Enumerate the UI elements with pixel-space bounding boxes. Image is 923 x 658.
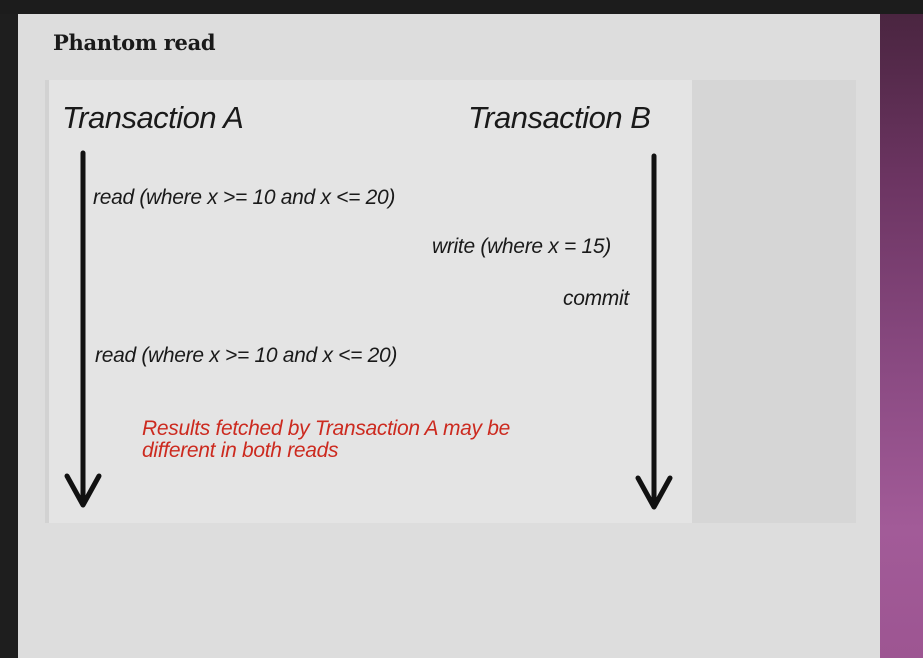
left-background-strip (0, 14, 18, 658)
a-read-step-2: read (where x >= 10 and x <= 20) (95, 344, 398, 367)
b-write-step: write (where x = 15) (432, 235, 611, 258)
slide-right-panel (692, 80, 856, 523)
b-commit-step: commit (563, 287, 629, 310)
desktop-background (880, 14, 923, 658)
note-line-1: Results fetched by Transaction A may be (142, 417, 511, 440)
note-line-2: different in both reads (142, 439, 339, 462)
window-top-bar (0, 0, 923, 14)
a-read-step-1: read (where x >= 10 and x <= 20) (93, 186, 396, 209)
transaction-a-header: Transaction A (62, 100, 244, 135)
page-title: Phantom read (53, 30, 216, 55)
transaction-b-header: Transaction B (468, 100, 651, 135)
slide-left-edge (45, 80, 49, 523)
phantom-read-note: Results fetched by Transaction A may be … (142, 418, 510, 462)
